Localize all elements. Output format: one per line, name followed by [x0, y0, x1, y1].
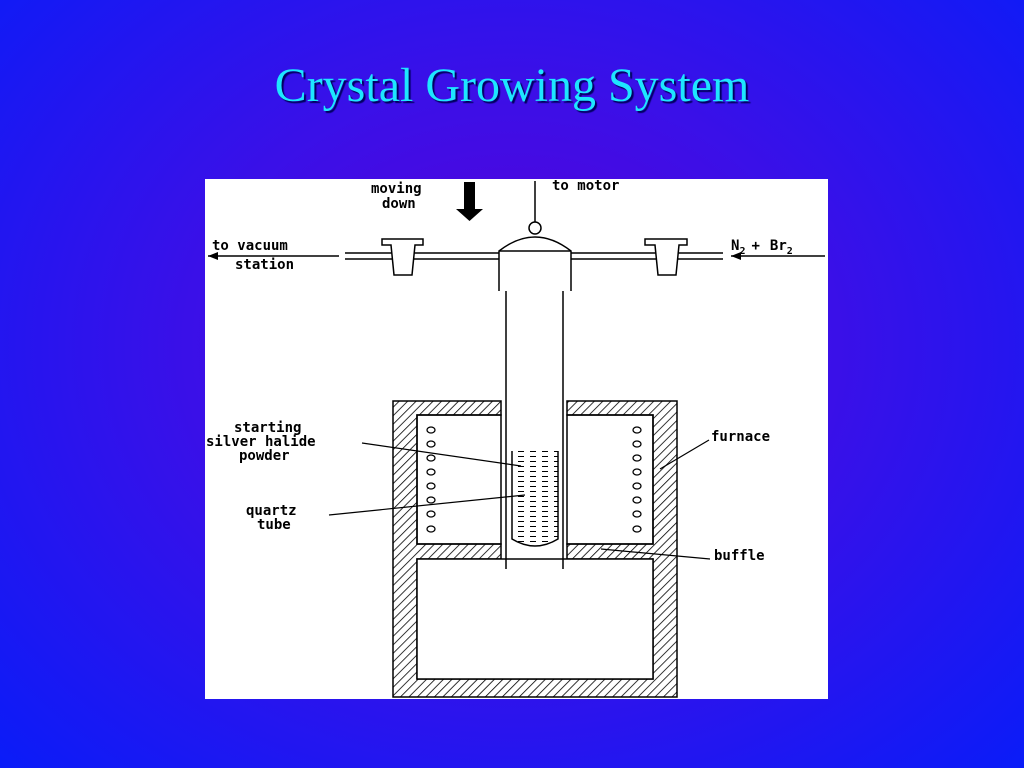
- moving-label-line1: moving: [371, 181, 422, 197]
- valve-right: [644, 238, 688, 276]
- gas-inlet-label: N2+Br2: [731, 238, 793, 257]
- gas-br: Br: [770, 238, 787, 254]
- gas-inlet-arrow-icon: [731, 252, 741, 260]
- diagram-panel: moving down to motor to vacuum station N…: [205, 179, 828, 699]
- gas-br-sub: 2: [787, 246, 793, 257]
- powder-label-line1: starting: [234, 420, 301, 436]
- moving-down-arrow-icon: [456, 182, 483, 221]
- vacuum-arrow-icon: [208, 252, 218, 260]
- slide-title: Crystal Growing System: [274, 59, 750, 112]
- motor-label: to motor: [552, 179, 619, 194]
- tube-label-line1: quartz: [246, 503, 297, 519]
- furnace-housing: [392, 400, 678, 698]
- gas-n-sub: 2: [739, 246, 745, 257]
- gas-plus: +: [751, 238, 759, 254]
- powder-label-line2: silver halide: [206, 434, 316, 450]
- heating-coils-left: [426, 426, 436, 533]
- gas-lines: [208, 252, 825, 260]
- quartz-tube: [511, 451, 559, 547]
- gas-n: N: [731, 238, 739, 254]
- leader-lines: [328, 439, 711, 560]
- heating-coils-right: [632, 426, 642, 533]
- buffle-label: buffle: [714, 548, 765, 564]
- tube-head: [498, 181, 572, 291]
- furnace-label: furnace: [711, 429, 770, 445]
- powder-label-line3: powder: [239, 448, 290, 464]
- vacuum-label-line2: station: [235, 257, 294, 273]
- tube-label-line2: tube: [257, 517, 291, 533]
- vacuum-label-line1: to vacuum: [212, 238, 288, 254]
- outer-tube: [505, 289, 564, 569]
- crystal-growing-diagram: moving down to motor to vacuum station N…: [206, 179, 825, 698]
- valve-left: [381, 238, 424, 276]
- moving-label-line2: down: [382, 196, 416, 212]
